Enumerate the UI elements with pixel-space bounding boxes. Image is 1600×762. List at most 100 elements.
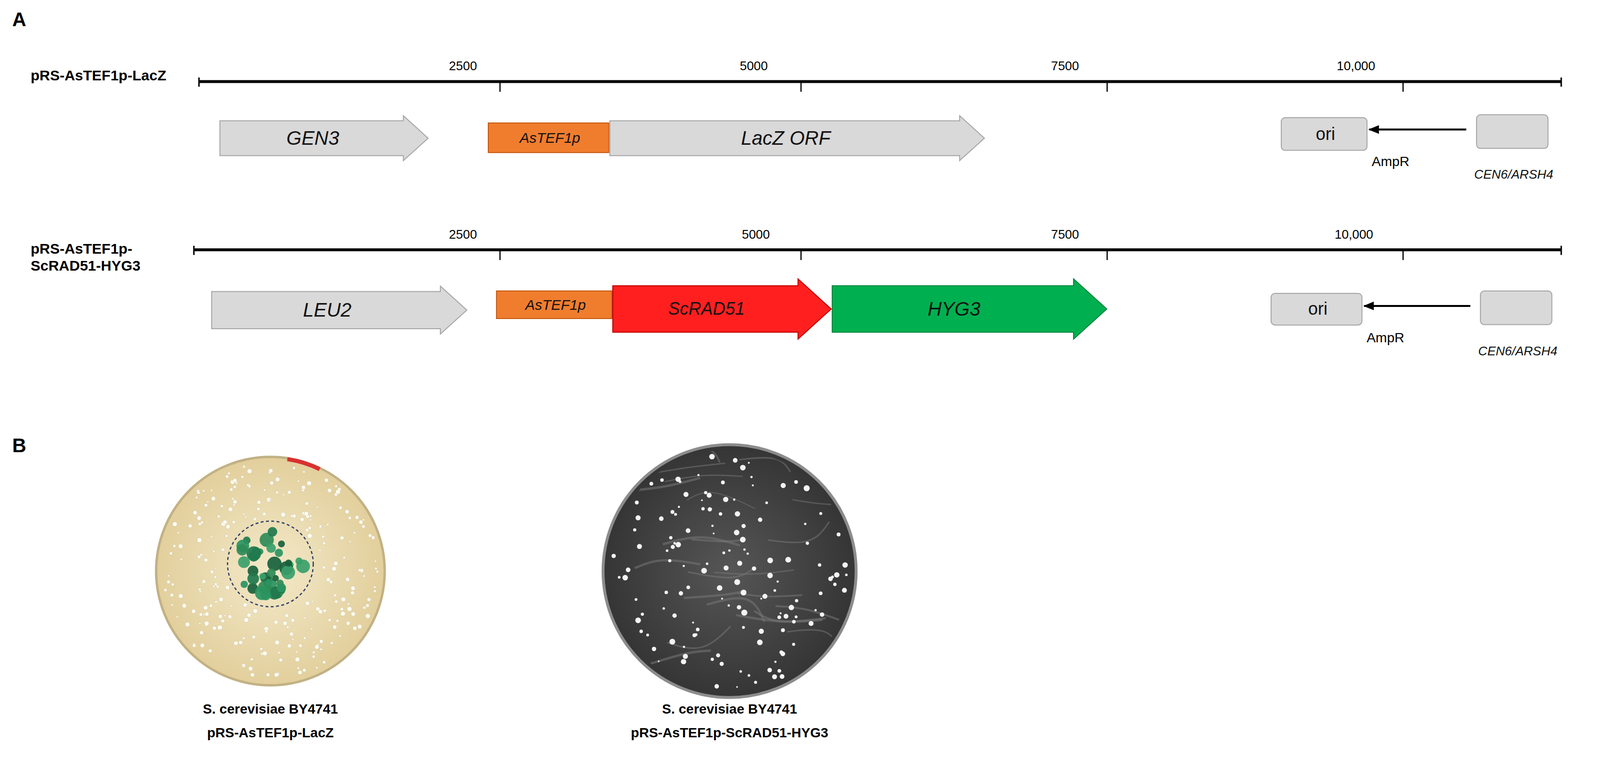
- colony: [772, 674, 777, 680]
- streak: [767, 522, 830, 544]
- colony: [780, 483, 787, 489]
- colony: [668, 536, 673, 540]
- colony: [652, 647, 657, 652]
- ruler-end: [193, 246, 195, 256]
- colony: [266, 497, 272, 503]
- box-shape: [1271, 293, 1363, 326]
- box-shape: [488, 123, 609, 153]
- colony: [315, 667, 319, 670]
- colony: [215, 567, 218, 570]
- colony: [218, 614, 223, 619]
- colony: [673, 542, 676, 545]
- element-name: ScRAD51: [668, 299, 746, 319]
- colony: [674, 513, 678, 517]
- element-name: CEN6/ARSH4: [1474, 167, 1554, 182]
- colony: [767, 573, 773, 579]
- colony: [833, 583, 837, 587]
- box-shape: [496, 291, 612, 319]
- colony: [305, 502, 309, 506]
- colony: [780, 628, 785, 633]
- colony: [831, 575, 835, 579]
- colony: [172, 522, 177, 527]
- colony: [201, 580, 206, 584]
- scale-number: 10,000: [1336, 59, 1376, 74]
- colony: [217, 515, 221, 519]
- colony: [301, 489, 305, 492]
- colony: [339, 635, 342, 638]
- colony: [268, 468, 273, 473]
- colony: [741, 524, 746, 529]
- colony: [703, 491, 708, 495]
- colony: [242, 665, 246, 668]
- colony: [767, 558, 774, 564]
- colony: [276, 583, 286, 593]
- colony: [240, 580, 249, 589]
- colony: [633, 528, 637, 532]
- colony: [225, 525, 231, 530]
- colony: [272, 575, 279, 582]
- colony: [192, 511, 197, 515]
- colony: [169, 552, 173, 556]
- element-name: AsTEF1p: [525, 296, 586, 313]
- colony: [792, 643, 795, 647]
- colony: [266, 543, 276, 554]
- colony: [664, 590, 668, 595]
- colony: [275, 491, 279, 495]
- arrow-shape: [219, 115, 429, 161]
- colony: [312, 651, 315, 654]
- colony: [310, 628, 313, 631]
- colony: [246, 546, 262, 562]
- colony: [197, 538, 202, 544]
- streak: [683, 590, 747, 599]
- colony: [251, 635, 256, 639]
- gene-arrow: ScRAD51: [612, 278, 832, 340]
- streak: [735, 615, 823, 622]
- colony: [814, 609, 817, 612]
- colony: [244, 618, 249, 623]
- colony: [340, 607, 344, 612]
- colony: [277, 652, 280, 655]
- colony: [817, 563, 822, 567]
- ruler-tick: [499, 81, 501, 93]
- colony: [779, 674, 785, 680]
- scale-number: 2500: [449, 59, 478, 74]
- colony: [289, 632, 294, 637]
- colony: [185, 622, 190, 627]
- colony: [365, 614, 371, 620]
- colony: [758, 629, 764, 635]
- ruler-tick: [1402, 249, 1404, 261]
- colony: [198, 588, 202, 591]
- colony: [233, 485, 237, 489]
- colony: [203, 605, 208, 611]
- colony: [202, 613, 205, 616]
- colony: [257, 500, 262, 505]
- colony: [240, 475, 244, 479]
- dashed-outline: [227, 521, 314, 607]
- colony: [163, 589, 167, 592]
- colony: [715, 653, 720, 658]
- colony: [274, 549, 283, 558]
- colony: [296, 667, 300, 670]
- colony: [720, 481, 725, 485]
- streak: [775, 606, 839, 621]
- colony: [295, 657, 300, 663]
- colony: [672, 613, 677, 619]
- colony: [373, 586, 376, 589]
- plate-agar: [155, 457, 385, 686]
- plasmid-name: pRS-AsTEF1p-LacZ: [30, 67, 167, 85]
- colony: [275, 640, 280, 646]
- colony: [279, 658, 283, 663]
- colony: [323, 609, 327, 613]
- colony: [701, 507, 705, 511]
- colony: [301, 485, 306, 490]
- colony: [319, 639, 324, 644]
- colony: [345, 577, 350, 582]
- colony: [743, 548, 746, 552]
- colony: [172, 544, 176, 548]
- colony: [675, 542, 681, 548]
- colony: [274, 620, 279, 625]
- colony: [247, 613, 251, 618]
- colony: [224, 534, 228, 538]
- colony: [709, 453, 715, 460]
